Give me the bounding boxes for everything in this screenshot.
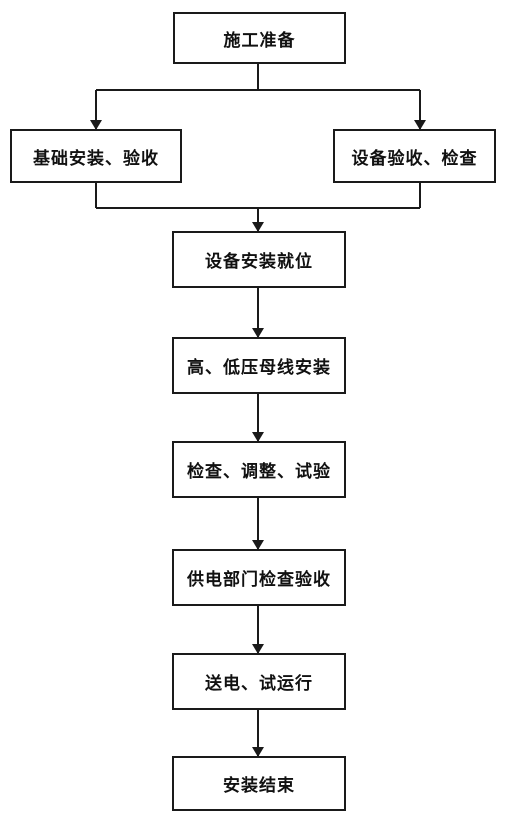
node-power-dept-acceptance-label: 供电部门检查验收: [187, 570, 331, 590]
node-energize-trial-run-label: 送电、试运行: [205, 674, 313, 694]
node-power-dept-acceptance: 供电部门检查验收: [172, 549, 346, 606]
node-construction-prep: 施工准备: [173, 12, 346, 64]
node-construction-prep-label: 施工准备: [223, 30, 296, 51]
node-check-adjust-test-label: 检查、调整、试验: [187, 462, 331, 482]
node-install-finish: 安装结束: [172, 756, 346, 811]
node-energize-trial-run: 送电、试运行: [172, 653, 346, 710]
node-busbar-install: 高、低压母线安装: [172, 337, 346, 394]
node-equipment-inspection-label: 设备验收、检查: [351, 148, 478, 169]
node-equipment-inspection: 设备验收、检查: [333, 129, 496, 183]
node-check-adjust-test: 检查、调整、试验: [172, 441, 346, 498]
node-equipment-positioning: 设备安装就位: [172, 231, 346, 288]
node-busbar-install-label: 高、低压母线安装: [187, 358, 331, 378]
node-install-finish-label: 安装结束: [223, 776, 295, 796]
node-equipment-positioning-label: 设备安装就位: [205, 252, 313, 272]
node-foundation-install: 基础安装、验收: [10, 129, 182, 183]
node-foundation-install-label: 基础安装、验收: [33, 148, 159, 169]
